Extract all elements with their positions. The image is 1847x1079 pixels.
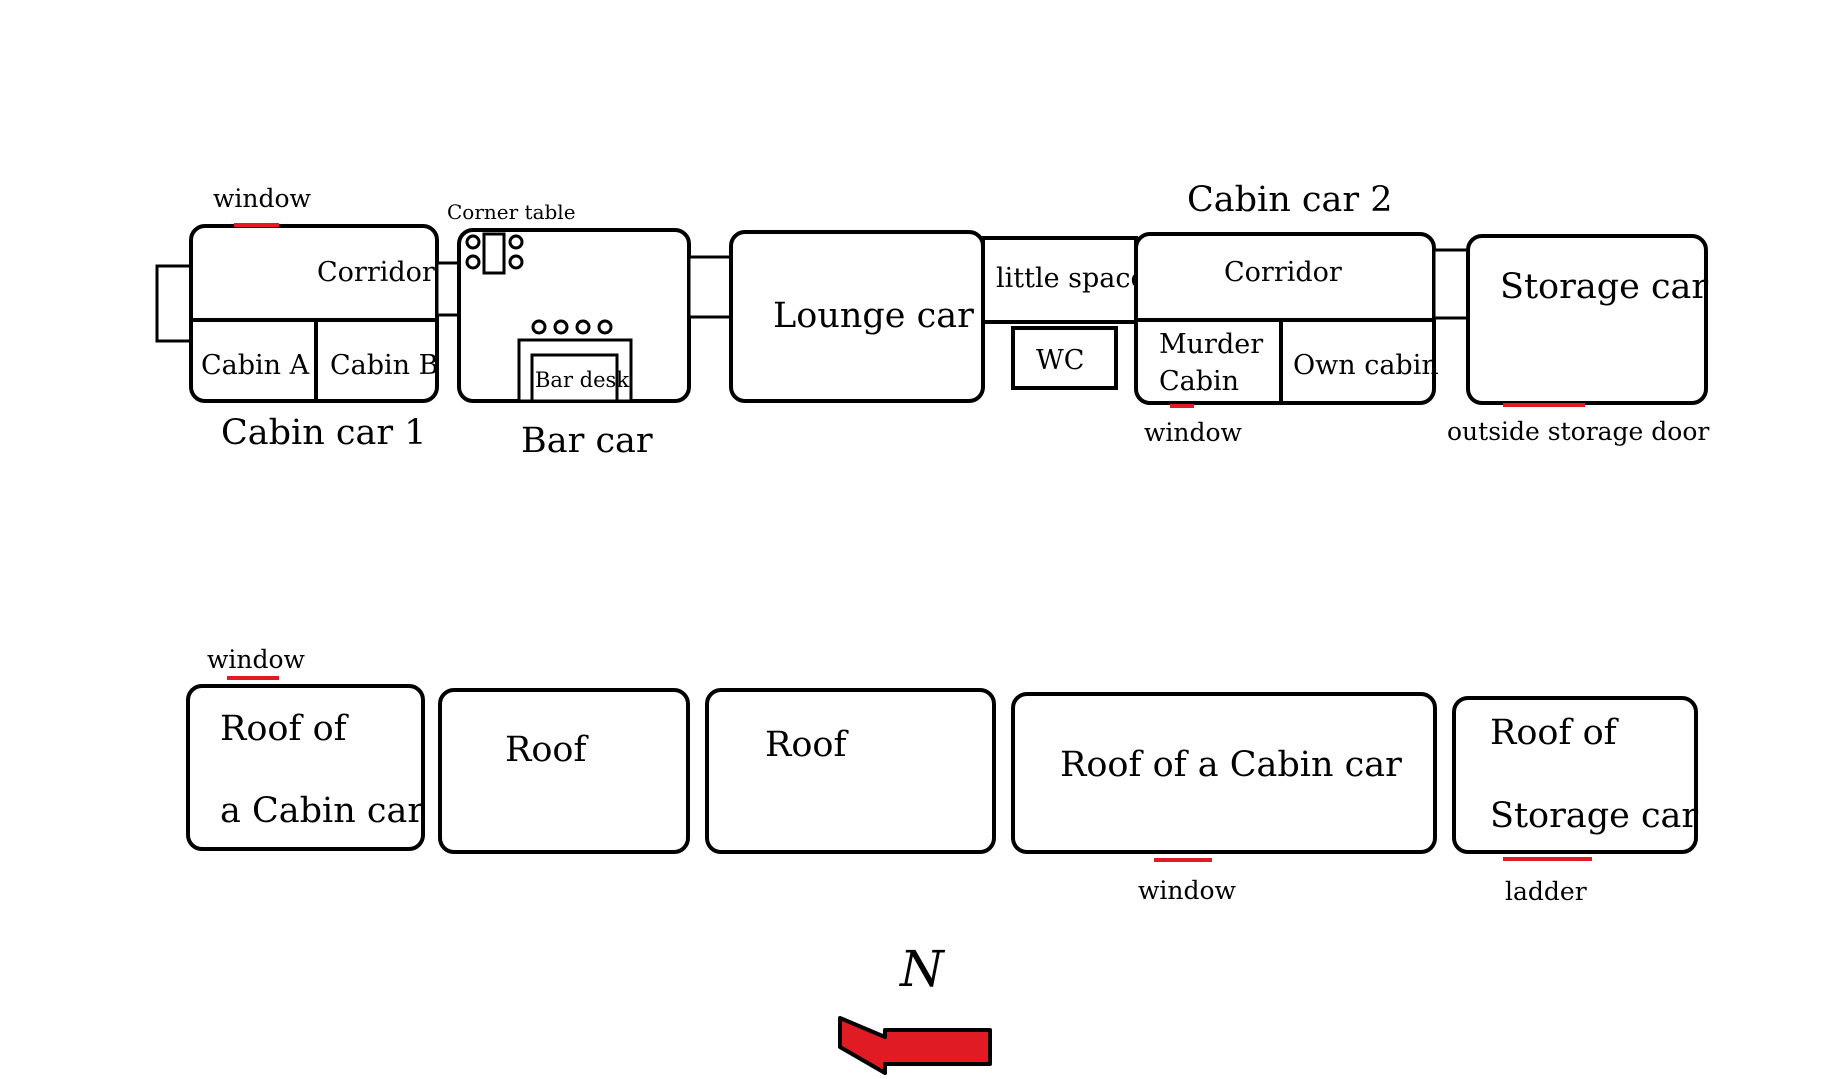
storage-car-body	[1466, 234, 1708, 405]
little-space-box	[981, 236, 1138, 324]
cabin-car-2-window-label: window	[1144, 418, 1243, 447]
roof-cabin-car-2: Roof of a Cabin car window	[1011, 692, 1437, 905]
roof-cabin-car-1-label-line2: a Cabin car	[220, 791, 424, 831]
bar-stool-icon	[575, 319, 591, 335]
north-label: N	[899, 940, 946, 998]
roof-cabin-car-2-label: Roof of a Cabin car	[1060, 745, 1402, 785]
ladder-label: ladder	[1505, 877, 1587, 906]
chair-icon	[465, 234, 481, 250]
cabin-car-2-corridor-label: Corridor	[1224, 257, 1342, 288]
storage-door-label: outside storage door	[1447, 417, 1709, 446]
connector-bar-lounge	[687, 255, 733, 319]
little-space: little space WC	[981, 236, 1147, 390]
cabin-car-1-corridor-label: Corridor	[317, 257, 435, 288]
little-space-label: little space	[996, 263, 1147, 294]
lounge-car-title: Lounge car	[773, 296, 974, 336]
bar-stool-icon	[553, 319, 569, 335]
cabin-car-1-window-label: window	[213, 184, 312, 213]
roof-cabin-car-1-window-label: window	[207, 645, 306, 674]
murder-cabin-label-line2: Cabin	[1159, 366, 1239, 397]
connector-cabin2-storage	[1432, 248, 1470, 320]
connector-cabin1-bar	[435, 261, 461, 317]
roof-lounge-car-label: Roof	[765, 725, 849, 765]
bar-stool-icon	[597, 319, 613, 335]
chair-icon	[508, 254, 524, 270]
chair-icon	[508, 234, 524, 250]
roof-cabin-car-1-label-line1: Roof of	[220, 709, 350, 749]
red-arrow-left-icon	[838, 1016, 992, 1075]
roof-cabin-car-1: window Roof of a Cabin car	[186, 645, 425, 851]
cabin-car-1-front-coupler	[155, 264, 193, 343]
cabin-b-label: Cabin B	[330, 350, 439, 381]
roof-cabin-car-2-box	[1011, 692, 1437, 854]
bar-car-title: Bar car	[521, 421, 653, 461]
roof-cabin-car-1-box	[186, 684, 425, 851]
cabin-car-2: Cabin car 2 Corridor Murder Cabin Own ca…	[1134, 180, 1439, 447]
lounge-car: Lounge car	[729, 230, 985, 403]
chair-icon	[465, 254, 481, 270]
roof-lounge-car-box	[705, 688, 996, 854]
roof-bar-car: Roof	[438, 688, 690, 854]
cabin-car-2-title: Cabin car 2	[1187, 180, 1393, 220]
roof-lounge-car: Roof	[705, 688, 996, 854]
cabin-a-label: Cabin A	[201, 350, 310, 381]
bar-car: Corner table Bar desk Bar car	[447, 200, 691, 461]
roof-storage-car-box	[1452, 696, 1698, 854]
bar-desk-label: Bar desk	[535, 368, 629, 392]
roof-storage-car-label-line2: Storage car	[1490, 796, 1698, 836]
murder-cabin-label-line1: Murder	[1159, 329, 1263, 360]
wc-box	[1011, 326, 1118, 390]
bar-stool-icon	[531, 319, 547, 335]
cabin-car-1-title: Cabin car 1	[221, 413, 427, 453]
roof-bar-car-box	[438, 688, 690, 854]
bar-desk	[530, 353, 619, 403]
corner-table-label: Corner table	[447, 200, 576, 224]
wc-label: WC	[1036, 345, 1084, 376]
roof-cabin-car-2-window-label: window	[1138, 876, 1237, 905]
storage-car: Storage car outside storage door	[1447, 234, 1709, 446]
cabin-car-1: window Corridor Cabin A Cabin B Cabin ca…	[155, 184, 439, 453]
roof-storage-car: Roof of Storage car ladder	[1452, 696, 1698, 906]
storage-car-title: Storage car	[1500, 267, 1708, 307]
own-cabin-label: Own cabin	[1293, 350, 1439, 381]
roof-storage-car-label-line1: Roof of	[1490, 713, 1620, 753]
roof-bar-car-label: Roof	[505, 730, 589, 770]
corner-table-icon	[482, 232, 506, 275]
